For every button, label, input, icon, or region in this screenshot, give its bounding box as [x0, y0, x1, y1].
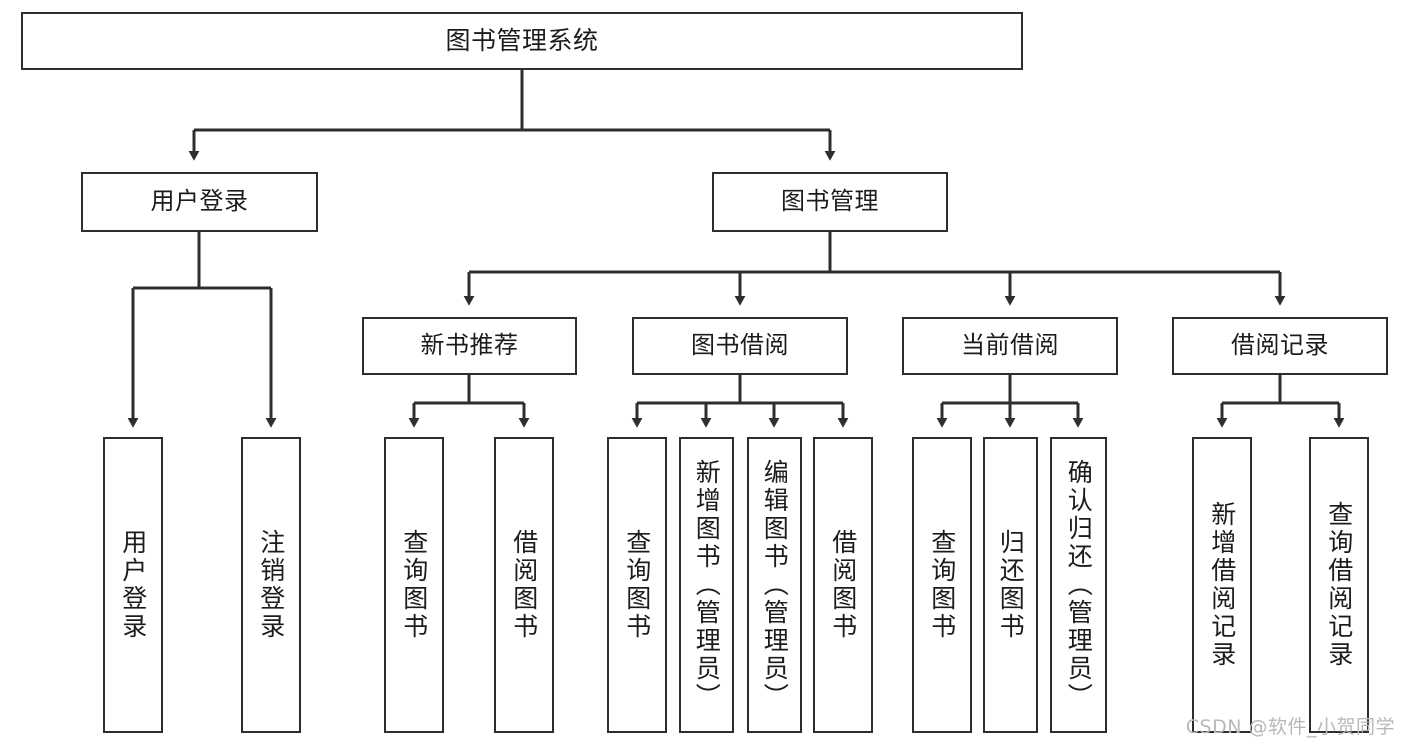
- node-book-borrow-label: 图书借阅: [691, 331, 789, 360]
- leaf-book-borrow-query-label: 查询图书: [622, 529, 652, 641]
- leaf-book-borrow-add-label: 新增图书（管理员）: [692, 459, 722, 711]
- node-new-book-recommendation[interactable]: 新书推荐: [362, 317, 577, 375]
- leaf-book-borrow-borrow-label: 借阅图书: [828, 529, 858, 641]
- node-book-manage-label: 图书管理: [781, 187, 879, 216]
- leaf-new-book-borrow[interactable]: 借阅图书: [494, 437, 554, 733]
- leaf-user-login-signin[interactable]: 用户登录: [103, 437, 163, 733]
- leaf-borrow-record-add-label: 新增借阅记录: [1207, 501, 1237, 669]
- node-book-borrow[interactable]: 图书借阅: [632, 317, 848, 375]
- node-user-login-label: 用户登录: [150, 187, 249, 216]
- leaf-user-login-signin-label: 用户登录: [118, 529, 148, 641]
- leaf-user-login-signout[interactable]: 注销登录: [241, 437, 301, 733]
- leaf-current-borrow-query-label: 查询图书: [927, 529, 957, 641]
- leaf-book-borrow-edit[interactable]: 编辑图书（管理员）: [747, 437, 802, 733]
- leaf-new-book-query-label: 查询图书: [399, 529, 429, 641]
- leaf-book-borrow-borrow[interactable]: 借阅图书: [813, 437, 873, 733]
- leaf-new-book-borrow-label: 借阅图书: [509, 529, 539, 641]
- leaf-borrow-record-query-label: 查询借阅记录: [1324, 501, 1354, 669]
- node-borrow-record-label: 借阅记录: [1231, 331, 1329, 360]
- node-user-login[interactable]: 用户登录: [81, 172, 318, 232]
- leaf-current-borrow-confirm-return[interactable]: 确认归还（管理员）: [1050, 437, 1107, 733]
- node-root[interactable]: 图书管理系统: [21, 12, 1023, 70]
- leaf-book-borrow-query[interactable]: 查询图书: [607, 437, 667, 733]
- leaf-borrow-record-query[interactable]: 查询借阅记录: [1309, 437, 1369, 733]
- leaf-current-borrow-return[interactable]: 归还图书: [983, 437, 1038, 733]
- node-root-label: 图书管理系统: [445, 25, 599, 55]
- leaf-current-borrow-return-label: 归还图书: [996, 529, 1026, 641]
- leaf-book-borrow-edit-label: 编辑图书（管理员）: [760, 459, 790, 711]
- leaf-user-login-signout-label: 注销登录: [256, 529, 286, 641]
- leaf-current-borrow-query[interactable]: 查询图书: [912, 437, 972, 733]
- leaf-borrow-record-add[interactable]: 新增借阅记录: [1192, 437, 1252, 733]
- node-borrow-record[interactable]: 借阅记录: [1172, 317, 1388, 375]
- leaf-new-book-query[interactable]: 查询图书: [384, 437, 444, 733]
- node-book-manage[interactable]: 图书管理: [712, 172, 948, 232]
- node-current-borrow-label: 当前借阅: [961, 331, 1059, 360]
- leaf-current-borrow-confirm-return-label: 确认归还（管理员）: [1064, 459, 1094, 711]
- leaf-book-borrow-add[interactable]: 新增图书（管理员）: [679, 437, 734, 733]
- node-new-book-recommendation-label: 新书推荐: [420, 331, 519, 360]
- node-current-borrow[interactable]: 当前借阅: [902, 317, 1118, 375]
